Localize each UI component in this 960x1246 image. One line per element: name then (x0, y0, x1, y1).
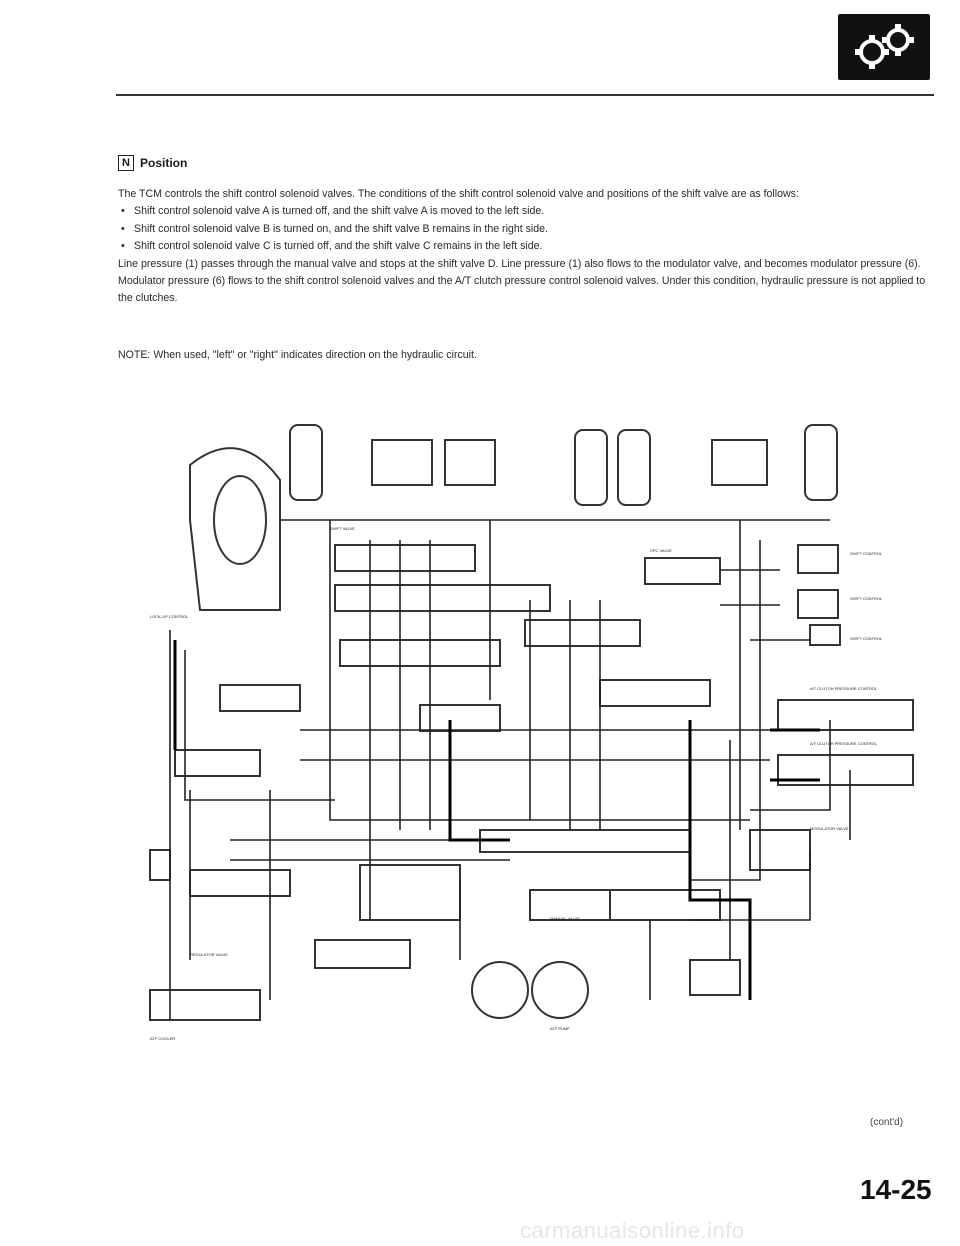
svg-text:A/T CLUTCH PRESSURE CONTROL: A/T CLUTCH PRESSURE CONTROL (810, 686, 878, 691)
torque-converter-shape (189, 447, 281, 611)
hydraulic-circuit-svg: SHIFT VALVE CPC VALVE SHIFT CONTROL SHIF… (149, 424, 914, 1041)
svg-text:SHIFT VALVE: SHIFT VALVE (330, 526, 355, 531)
continued-label: (cont'd) (870, 1117, 904, 1128)
svg-text:REGULATOR VALVE: REGULATOR VALVE (190, 952, 228, 957)
svg-text:A/T CLUTCH PRESSURE CONTROL: A/T CLUTCH PRESSURE CONTROL (810, 741, 878, 746)
hydraulic-circuit-diagram: SHIFT VALVE CPC VALVE SHIFT CONTROL SHIF… (130, 400, 950, 1050)
svg-text:SHIFT CONTROL: SHIFT CONTROL (850, 636, 883, 641)
list-item: Shift control solenoid valve B is turned… (118, 221, 933, 239)
svg-text:MODULATOR VALVE: MODULATOR VALVE (810, 826, 849, 831)
gear-position-badge: N (118, 155, 134, 171)
svg-text:LOCK-UP CONTROL: LOCK-UP CONTROL (150, 614, 189, 619)
svg-text:SHIFT CONTROL: SHIFT CONTROL (850, 596, 883, 601)
note-text: NOTE: When used, "left" or "right" indic… (118, 349, 477, 361)
intro-paragraph: The TCM controls the shift control solen… (118, 188, 799, 200)
svg-text:CPC VALVE: CPC VALVE (650, 548, 672, 553)
header-rule (116, 94, 934, 96)
list-item: Shift control solenoid valve A is turned… (118, 203, 933, 221)
watermark: carmanualsonline.info (520, 1218, 745, 1243)
body-text: The TCM controls the shift control solen… (118, 186, 933, 308)
svg-text:MANUAL VALVE: MANUAL VALVE (550, 916, 580, 921)
svg-text:ATF PUMP: ATF PUMP (550, 1026, 570, 1031)
gears-logo-icon (838, 14, 930, 80)
solenoid-condition-list: Shift control solenoid valve A is turned… (118, 203, 933, 256)
svg-text:SHIFT CONTROL: SHIFT CONTROL (850, 551, 883, 556)
page-number: 14-25 (860, 1174, 932, 1205)
section-title: Position (140, 156, 188, 170)
section-heading: N Position (118, 153, 187, 173)
svg-text:ATF COOLER: ATF COOLER (150, 1036, 175, 1041)
list-item: Shift control solenoid valve C is turned… (118, 238, 933, 256)
pressure-paragraph: Line pressure (1) passes through the man… (118, 257, 926, 305)
